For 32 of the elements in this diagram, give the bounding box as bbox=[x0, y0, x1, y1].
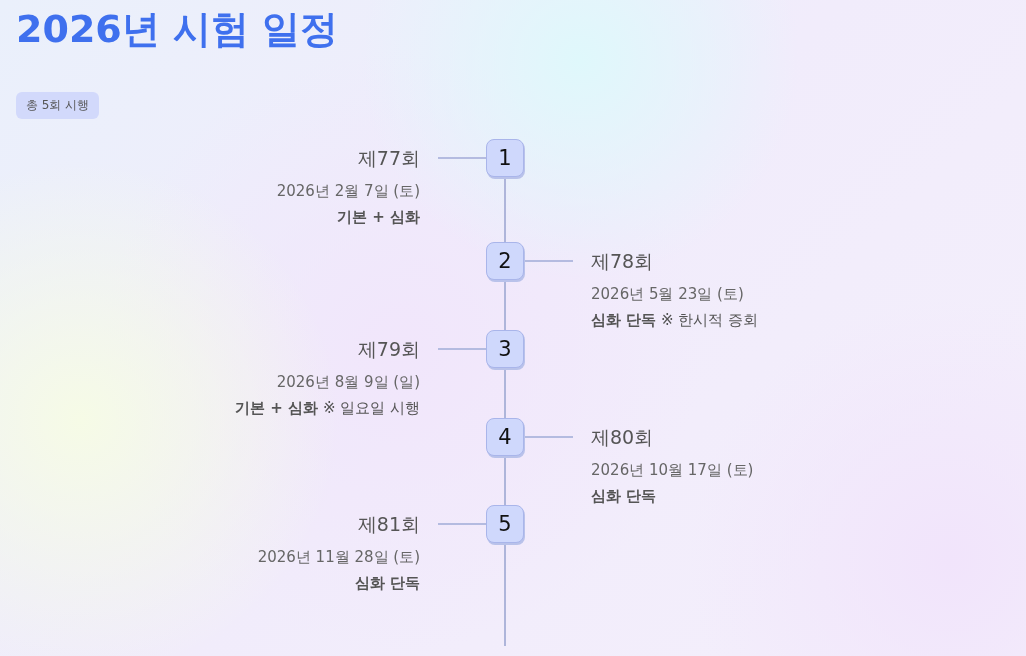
step-number-box: 5 bbox=[486, 505, 524, 543]
connector-line bbox=[523, 436, 574, 438]
exam-date: 2026년 2월 7일 (토) bbox=[276, 181, 420, 201]
exam-type: 기본 + 심화 ※ 일요일 시행 bbox=[235, 398, 420, 418]
exam-type: 기본 + 심화 bbox=[337, 207, 420, 227]
session-title: 제81회 bbox=[357, 512, 420, 537]
step-number-box: 1 bbox=[486, 139, 524, 177]
connector-line bbox=[437, 348, 487, 350]
exam-type: 심화 단독 bbox=[354, 573, 420, 593]
timeline-line bbox=[504, 542, 506, 647]
connector-line bbox=[437, 523, 487, 525]
step-number-box: 2 bbox=[486, 242, 524, 280]
exam-date: 2026년 5월 23일 (토) bbox=[591, 284, 744, 304]
timeline-line bbox=[504, 367, 506, 419]
step-number-box: 4 bbox=[486, 418, 524, 456]
count-badge: 총 5회 시행 bbox=[16, 92, 100, 119]
connector-line bbox=[437, 157, 487, 159]
session-title: 제78회 bbox=[591, 249, 654, 274]
step-number-box: 3 bbox=[486, 330, 524, 368]
page-title: 2026년 시험 일정 bbox=[16, 6, 339, 53]
exam-type: 심화 단독 ※ 한시적 증회 bbox=[591, 310, 759, 330]
timeline-line bbox=[504, 455, 506, 506]
session-title: 제79회 bbox=[357, 337, 420, 362]
exam-date: 2026년 10월 17일 (토) bbox=[591, 460, 754, 480]
session-title: 제80회 bbox=[591, 425, 654, 450]
connector-line bbox=[523, 260, 574, 262]
timeline-line bbox=[504, 176, 506, 243]
session-title: 제77회 bbox=[357, 146, 420, 171]
exam-date: 2026년 11월 28일 (토) bbox=[257, 547, 420, 567]
timeline-line bbox=[504, 279, 506, 331]
exam-type: 심화 단독 bbox=[591, 486, 657, 506]
exam-date: 2026년 8월 9일 (일) bbox=[276, 372, 420, 392]
